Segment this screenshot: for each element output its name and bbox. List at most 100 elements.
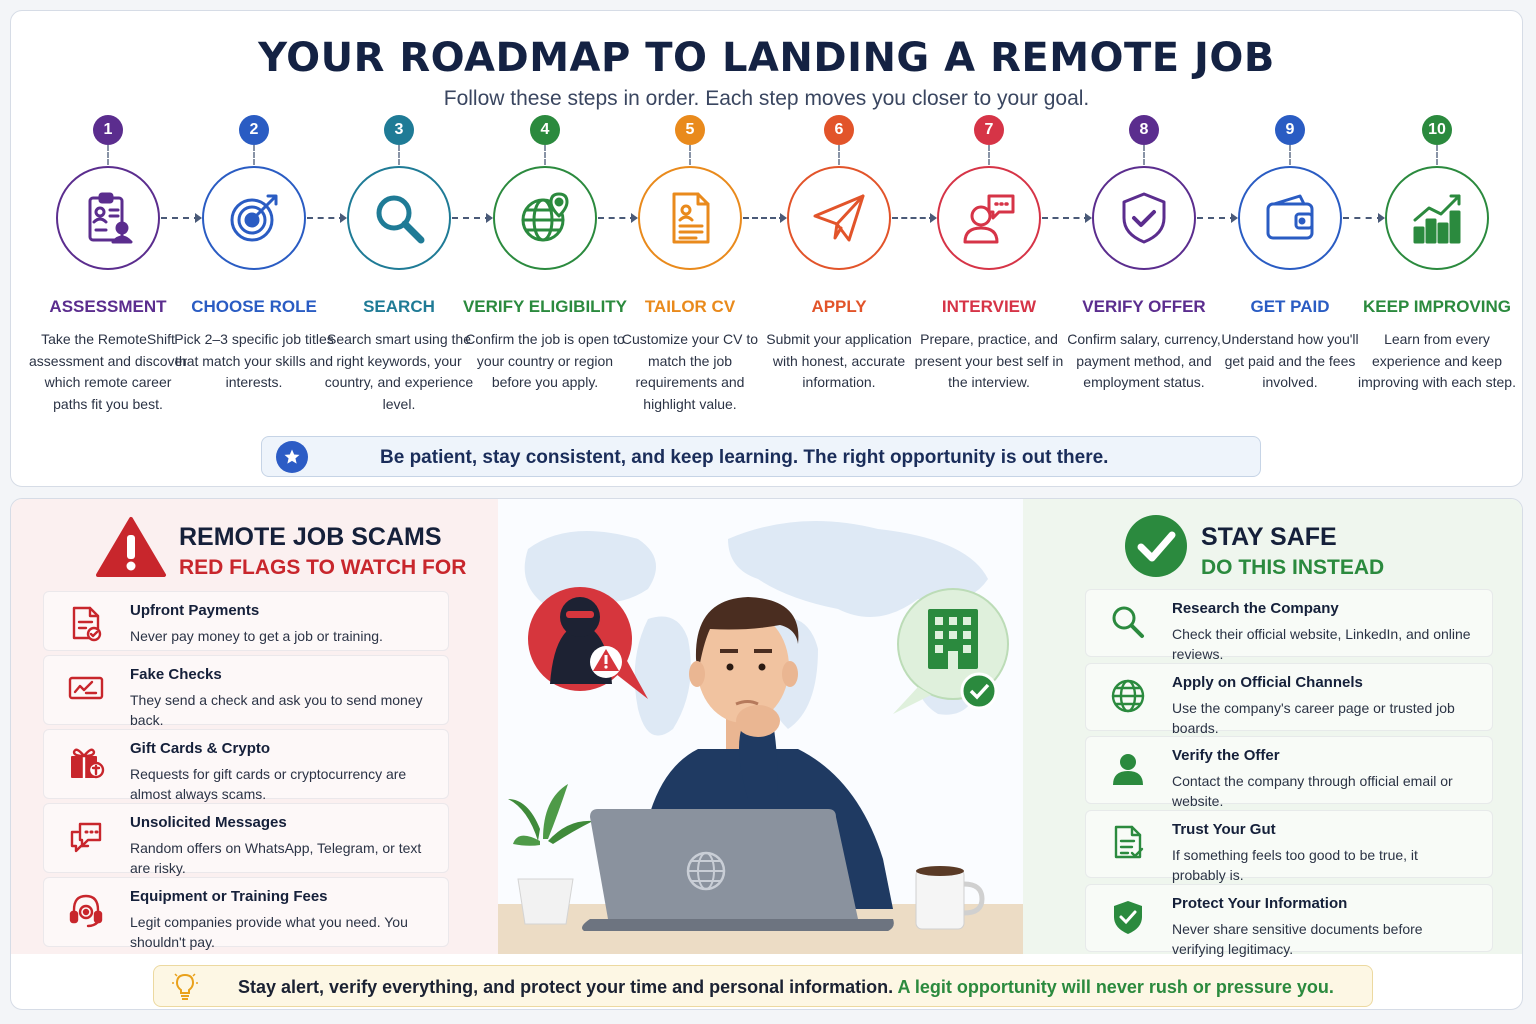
verified-company-icon — [893, 588, 1009, 714]
step-description: Learn from every experience and keep imp… — [1358, 331, 1516, 390]
paper-plane-icon — [787, 166, 891, 270]
scams-card-title: Upfront Payments — [130, 602, 260, 619]
step-number: 10 — [1422, 115, 1452, 145]
step-description: Submit your application with honest, acc… — [766, 331, 912, 390]
check-circle-icon — [1125, 515, 1187, 577]
step-description: Customize your CV to match the job requi… — [621, 331, 759, 412]
safe-card: Protect Your Information Never share sen… — [1085, 884, 1493, 957]
step-number: 9 — [1275, 115, 1305, 145]
globe-pin-icon — [493, 166, 597, 270]
step-connector — [253, 145, 255, 165]
safe-card-desc: Never share sensitive documents before v… — [1172, 921, 1423, 957]
scams-card: Unsolicited Messages Random offers on Wh… — [43, 803, 449, 876]
safe-card: Apply on Official Channels Use the compa… — [1085, 663, 1493, 736]
scams-card: Fake Checks They send a check and ask yo… — [43, 655, 449, 728]
step-connector — [838, 145, 840, 165]
gift-card-icon — [66, 742, 106, 782]
safety-section: REMOTE JOB SCAMS RED FLAGS TO WATCH FOR … — [10, 498, 1523, 1010]
coffee-mug-icon — [915, 866, 985, 930]
step-arrow — [307, 213, 347, 223]
step-description: Search smart using the right keywords, y… — [324, 331, 474, 412]
step-number: 5 — [675, 115, 705, 145]
interview-chat-icon — [937, 166, 1041, 270]
safe-card-desc: Check their official website, LinkedIn, … — [1172, 626, 1471, 662]
safe-card-desc: Contact the company through official ema… — [1172, 773, 1453, 809]
wallet-icon — [1238, 166, 1342, 270]
step-description: Confirm salary, currency, payment method… — [1067, 331, 1221, 390]
chat-bubble-icon — [66, 816, 106, 856]
step-description: Confirm the job is open to your country … — [465, 331, 625, 390]
person-laptop-illustration — [498, 499, 1023, 954]
growth-chart-icon — [1385, 166, 1489, 270]
encouragement-banner: Be patient, stay consistent, and keep le… — [261, 436, 1261, 477]
safe-card-desc: Use the company's career page or trusted… — [1172, 700, 1455, 736]
step-number: 1 — [93, 115, 123, 145]
step-arrow — [452, 213, 493, 223]
step-number: 4 — [530, 115, 560, 145]
safe-card: Research the Company Check their officia… — [1085, 589, 1493, 662]
step-number: 7 — [974, 115, 1004, 145]
step-number: 3 — [384, 115, 414, 145]
shield-check-icon — [1092, 166, 1196, 270]
step-label: APPLY — [811, 297, 867, 316]
scams-card-desc: Never pay money to get a job or training… — [130, 628, 383, 644]
magnifier-icon — [347, 166, 451, 270]
scams-card-title: Equipment or Training Fees — [130, 888, 328, 905]
scams-card-desc: Requests for gift cards or cryptocurrenc… — [130, 766, 407, 802]
person-icon — [1108, 749, 1148, 789]
warning-triangle-icon — [96, 517, 166, 577]
scams-card: Gift Cards & Crypto Requests for gift ca… — [43, 729, 449, 802]
globe-icon — [1108, 676, 1148, 716]
shield-check-icon — [1108, 897, 1148, 937]
step-label: TAILOR CV — [644, 297, 736, 316]
scams-card: Upfront Payments Never pay money to get … — [43, 591, 449, 651]
lightbulb-icon — [172, 973, 198, 1000]
safe-subheading: DO THIS INSTEAD — [1201, 556, 1385, 579]
safe-card-title: Verify the Offer — [1172, 747, 1280, 764]
step-label: KEEP IMPROVING — [1363, 297, 1511, 316]
headset-gear-icon — [66, 890, 106, 930]
scams-card-desc: Legit companies provide what you need. Y… — [130, 914, 408, 950]
roadmap-steps: 1 ASSESSMENT Take the RemoteShift assess… — [11, 11, 1522, 441]
step-label: ASSESSMENT — [49, 297, 167, 316]
step-description: Take the RemoteShift assessment and disc… — [29, 331, 187, 412]
scams-card-desc: They send a check and ask you to send mo… — [130, 692, 423, 728]
step-arrow — [1343, 213, 1385, 223]
step-connector — [988, 145, 990, 165]
step-arrow — [598, 213, 638, 223]
step-description: Understand how you'll get paid and the f… — [1221, 331, 1359, 390]
step-description: Pick 2–3 specific job titles that match … — [174, 331, 334, 390]
payment-doc-icon — [66, 604, 106, 644]
plant-icon — [508, 784, 593, 925]
step-connector — [398, 145, 400, 165]
step-arrow — [1042, 213, 1092, 223]
scams-subheading: RED FLAGS TO WATCH FOR — [179, 556, 467, 579]
checklist-doc-icon — [1108, 823, 1148, 863]
step-description: Prepare, practice, and present your best… — [914, 331, 1064, 390]
step-connector — [1143, 145, 1145, 165]
safe-card-title: Protect Your Information — [1172, 895, 1348, 912]
cv-document-icon — [638, 166, 742, 270]
scams-card-desc: Random offers on WhatsApp, Telegram, or … — [130, 840, 422, 876]
search-icon — [1108, 602, 1148, 642]
star-icon — [276, 441, 308, 473]
step-connector — [1436, 145, 1438, 165]
banner-text: Be patient, stay consistent, and keep le… — [380, 447, 1109, 468]
step-label: INTERVIEW — [941, 297, 1037, 316]
scams-card: Equipment or Training Fees Legit compani… — [43, 877, 449, 950]
roadmap-panel: YOUR ROADMAP TO LANDING A REMOTE JOB Fol… — [10, 10, 1523, 487]
safe-card-title: Trust Your Gut — [1172, 821, 1276, 838]
scams-card-title: Gift Cards & Crypto — [130, 740, 271, 757]
safe-panel: STAY SAFE DO THIS INSTEAD Research the C… — [1023, 499, 1522, 957]
page-subtitle: Follow these steps in order. Each step m… — [443, 87, 1090, 110]
step-number: 2 — [239, 115, 269, 145]
step-arrow — [161, 213, 202, 223]
step-label: VERIFY OFFER — [1082, 297, 1206, 316]
safe-card-title: Research the Company — [1172, 600, 1339, 617]
step-connector — [107, 145, 109, 165]
footer-banner: Stay alert, verify everything, and prote… — [153, 965, 1373, 1007]
world-map-icon — [524, 521, 988, 736]
footer-main: Stay alert, verify everything, and prote… — [238, 977, 894, 997]
clipboard-profile-icon — [56, 166, 160, 270]
safe-card-title: Apply on Official Channels — [1172, 674, 1363, 691]
